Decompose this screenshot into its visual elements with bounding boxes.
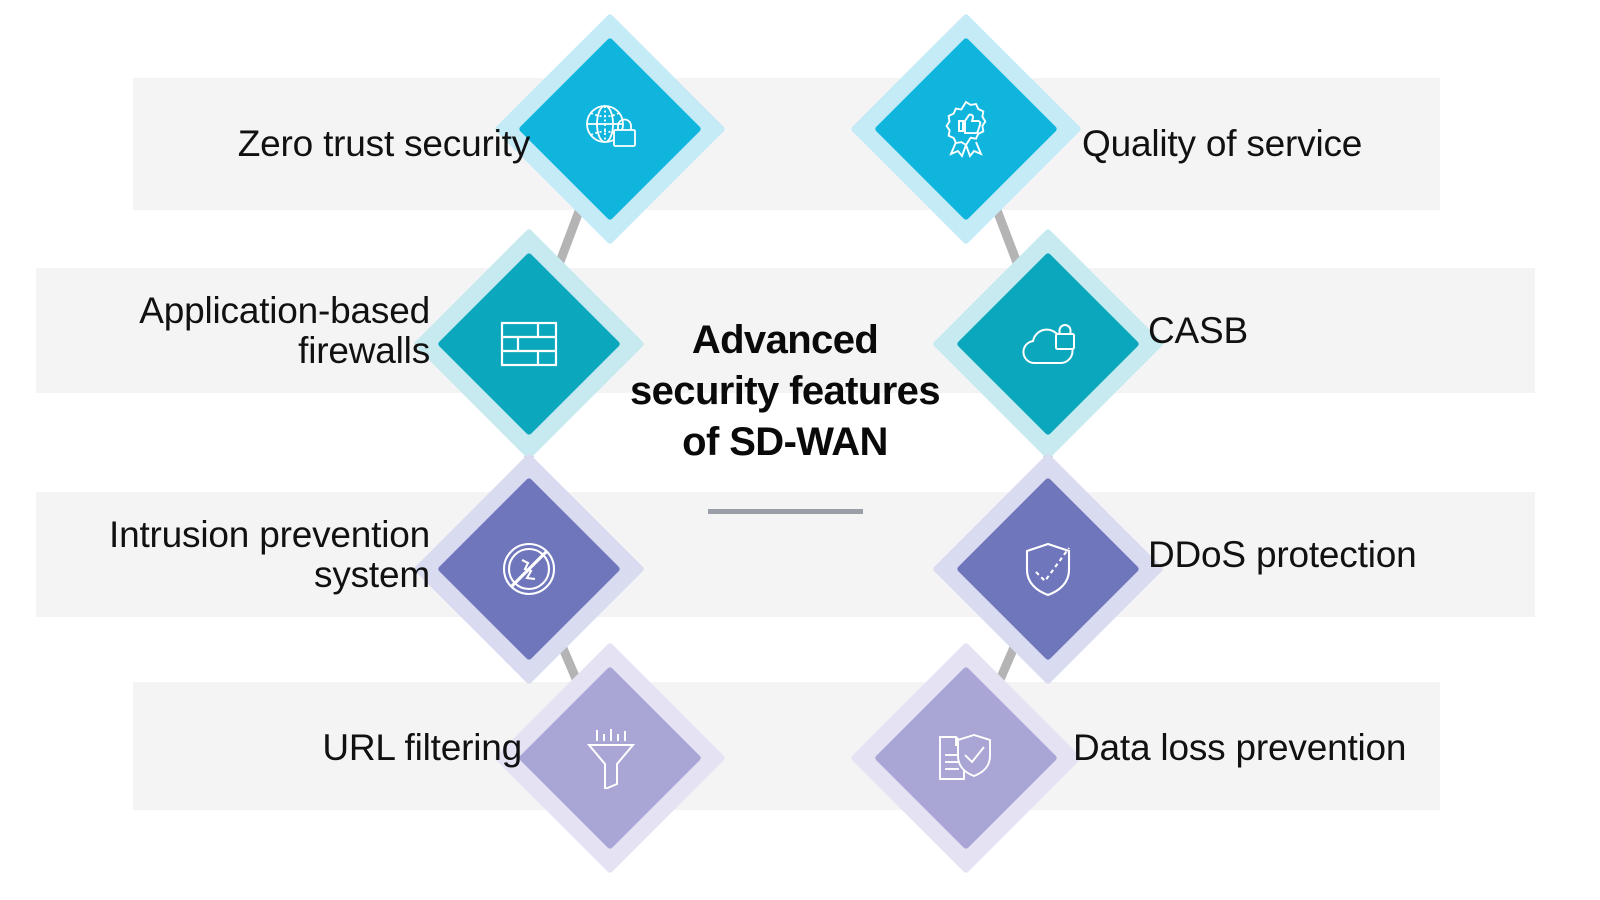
node-label-url-filtering: URL filtering [322,727,522,769]
node-url-filtering[interactable] [494,642,726,874]
quality-badge-thumbsup-icon [884,47,1048,211]
brick-wall-icon [447,262,611,426]
funnel-filter-icon [528,676,692,840]
node-label-intrusion-prevention-system: Intrusion prevention system [109,514,430,595]
title-divider [707,509,863,515]
node-casb[interactable] [932,228,1164,460]
label-band-row-1 [133,78,1440,210]
center-heading-block: Advanced security features of SD-WAN [570,315,1000,515]
node-label-casb: CASB [1148,310,1248,352]
globe-lock-icon [528,47,692,211]
node-quality-of-service[interactable] [850,13,1082,245]
node-label-application-based-firewalls: Application-based firewalls [139,290,430,371]
node-data-loss-prevention[interactable] [850,642,1082,874]
node-label-zero-trust: Zero trust security [237,123,530,165]
label-band-row-4 [133,682,1440,810]
node-intrusion-prevention-system[interactable] [413,453,645,685]
shield-check-arrow-icon [966,487,1130,651]
node-zero-trust[interactable] [494,13,726,245]
page-title: Advanced security features of SD-WAN [630,318,941,464]
node-label-data-loss-prevention: Data loss prevention [1073,727,1407,769]
no-intrusion-icon [447,487,611,651]
node-label-ddos-protection: DDoS protection [1148,534,1417,576]
node-application-based-firewalls[interactable] [413,228,645,460]
node-ddos-protection[interactable] [932,453,1164,685]
document-shield-check-icon [884,676,1048,840]
node-label-quality-of-service: Quality of service [1082,123,1363,165]
cloud-lock-icon [966,262,1130,426]
label-band-row-2 [36,268,1535,393]
